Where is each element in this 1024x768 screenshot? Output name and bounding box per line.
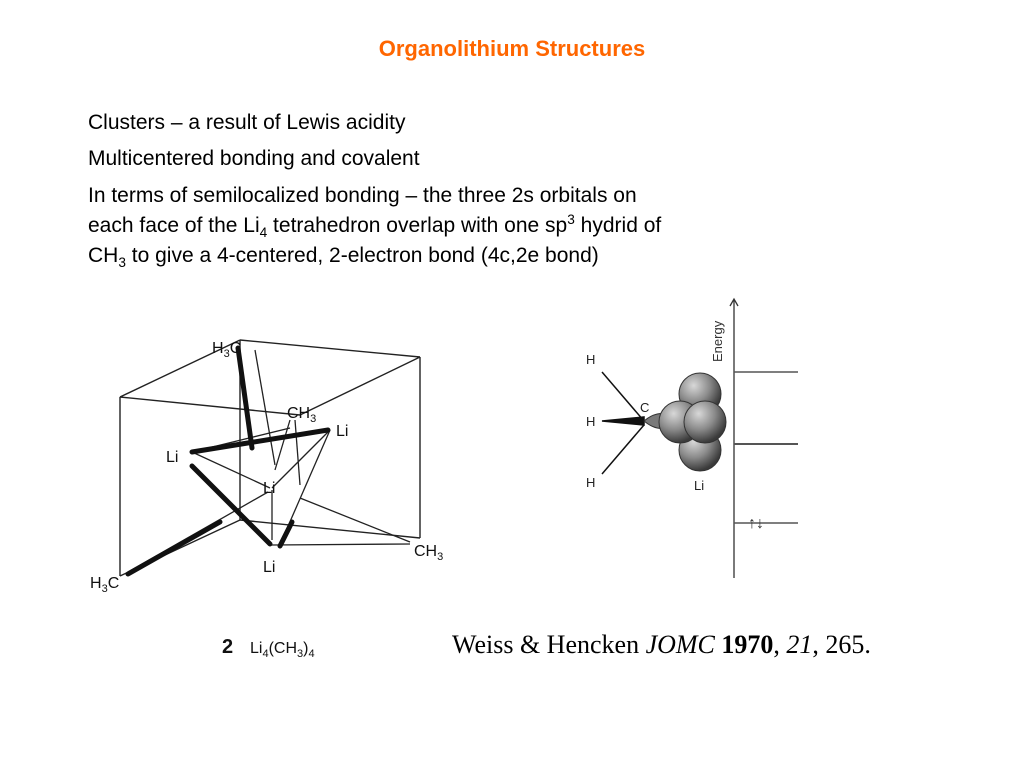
atom-text: CH [414, 543, 437, 560]
c-h-bond [601, 424, 645, 475]
subscript: 3 [297, 648, 303, 660]
citation-journal: JOMC [645, 630, 715, 659]
bullet-clusters: Clusters – a result of Lewis acidity [88, 111, 406, 134]
atom-li: Li [694, 478, 704, 493]
c-h-wedge-bond [601, 416, 645, 426]
atom-text: CH [287, 405, 310, 422]
compound-number: 2 [222, 636, 233, 658]
citation-pages: , 265. [812, 630, 871, 659]
label-h3c-bottom: H3C [90, 575, 119, 595]
label-ch3-mid: CH3 [287, 405, 316, 425]
thick-bonds [125, 345, 331, 577]
text-part: to give a 4-centered, 2-electron bond (4… [125, 244, 599, 267]
bond [294, 419, 301, 486]
label-h3c-top: H3C [212, 340, 241, 360]
subscript: 4 [308, 648, 314, 660]
atom-h-mid: H [586, 414, 595, 429]
li-2s-orbital-right [683, 400, 727, 444]
text-part: tetrahedron overlap with one sp [267, 214, 568, 237]
subscript: 4 [262, 648, 268, 660]
citation: Weiss & Hencken JOMC 1970, 21, 265. [452, 630, 1012, 660]
atom-h-top: H [586, 352, 595, 367]
energy-axis-label: Energy [710, 320, 725, 362]
subscript: 3 [437, 551, 443, 563]
bullet-multicentered: Multicentered bonding and covalent [88, 147, 420, 170]
energy-levels [734, 371, 798, 524]
cube-edge [239, 339, 421, 358]
atom-text: H [90, 575, 102, 592]
atom-text: C [230, 340, 242, 357]
label-li-left: Li [166, 449, 178, 466]
cube-edge [119, 339, 241, 398]
bond [191, 451, 271, 489]
li4-ch3-4-structure-diagram: H3C CH3 Li Li Li Li CH3 H3C 2 Li4(CH3)4 [90, 339, 443, 660]
label-li-bottom: Li [263, 559, 275, 576]
formula-part: ) [303, 640, 308, 657]
li-2s-orbitals [658, 372, 727, 472]
atom-h-bottom: H [586, 475, 595, 490]
atom-text: C [108, 575, 120, 592]
cube-edge [299, 356, 421, 416]
bond [271, 543, 411, 546]
c-h-bond [601, 371, 645, 422]
citation-separator: , [773, 630, 787, 659]
subscript: 3 [310, 413, 316, 425]
citation-authors: Weiss & Hencken [452, 630, 646, 659]
electron-pair-arrows: ↑↓ [748, 515, 764, 532]
formula-part: (CH [269, 640, 297, 657]
citation-year: 1970 [721, 630, 774, 659]
bullet-line-1: In terms of semilocalized bonding – the … [88, 184, 637, 207]
bond [271, 429, 331, 489]
thin-bonds [127, 349, 411, 573]
atom-c: C [640, 400, 649, 415]
thick-bond [189, 427, 331, 455]
text-part: CH [88, 244, 119, 267]
bullet-semilocalized: In terms of semilocalized bonding – the … [88, 181, 908, 271]
methyl-bonds [601, 371, 645, 475]
superscript: 3 [567, 212, 575, 227]
formula-part: Li [250, 640, 262, 657]
thick-bond [277, 519, 295, 549]
subscript: 3 [102, 583, 108, 595]
bond [274, 419, 291, 471]
bond [254, 349, 276, 466]
text-part: each face of the Li [88, 214, 260, 237]
atom-text: H [212, 340, 224, 357]
bullet-line-2: each face of the Li4 tetrahedron overlap… [88, 211, 908, 241]
compound-formula: Li4(CH3)4 [250, 640, 315, 660]
label-li-center: Li [263, 480, 275, 497]
label-li-right: Li [336, 423, 348, 440]
subscript: 4 [259, 225, 268, 241]
bond [299, 497, 411, 543]
thick-bond [189, 463, 273, 547]
axis-arrowhead [729, 297, 739, 307]
page-title: Organolithium Structures [378, 36, 646, 61]
bullet-line-3: CH3 to give a 4-centered, 2-electron bon… [88, 241, 908, 271]
cube-edge [119, 396, 301, 416]
orbital-energy-diagram: Energy ↑↓ H H H C Li [586, 297, 798, 578]
citation-volume: 21 [786, 630, 813, 659]
thick-bond [125, 519, 223, 577]
subscript: 3 [224, 348, 230, 360]
cube-edge [239, 519, 421, 539]
label-ch3-right: CH3 [414, 543, 443, 563]
thick-bond [235, 345, 255, 451]
subscript: 3 [118, 255, 126, 271]
energy-axis [729, 297, 739, 578]
text-part: hydrid of [574, 214, 662, 237]
